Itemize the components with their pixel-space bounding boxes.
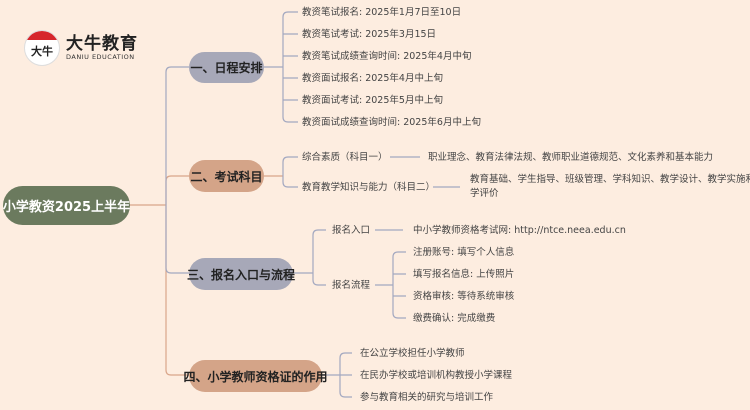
branch-subjects[interactable]: 二、考试科目 [189, 160, 264, 192]
subject-2-detail-line2: 学评价 [470, 188, 499, 199]
registration-url[interactable]: 中小学教师资格考试网: http://ntce.neea.edu.cn [413, 225, 626, 236]
logo: 大牛 大牛教育 DANIU EDUCATION [24, 30, 138, 66]
subject-2: 教育教学知识与能力（科目二） [302, 182, 436, 193]
process-step: 填写报名信息: 上传照片 [413, 269, 515, 280]
process-step: 资格审核: 等待系统审核 [413, 291, 515, 302]
registration-entry: 报名入口 [332, 225, 371, 236]
schedule-item: 教资笔试考试: 2025年3月15日 [302, 29, 437, 40]
subject-1: 综合素质（科目一） [302, 152, 388, 163]
schedule-item: 教资笔试报名: 2025年1月7日至10日 [302, 7, 462, 18]
branch-registration[interactable]: 三、报名入口与流程 [187, 258, 295, 290]
certificate-use-item: 在民办学校或培训机构教授小学课程 [360, 370, 513, 381]
subject-2-detail-line1: 教育基础、学生指导、班级管理、学科知识、教学设计、教学实施和教 [470, 174, 750, 185]
subject-1-detail: 职业理念、教育法律法规、教师职业道德规范、文化素养和基本能力 [428, 152, 714, 163]
process-step: 注册账号: 填写个人信息 [413, 247, 515, 258]
root-node[interactable]: 小学教资2025上半年 [3, 186, 130, 225]
logo-mark-icon: 大牛 [24, 30, 60, 66]
certificate-use-item: 在公立学校担任小学教师 [360, 348, 465, 359]
schedule-item: 教资面试报名: 2025年4月中上旬 [302, 73, 443, 84]
certificate-use-item: 参与教育相关的研究与培训工作 [360, 392, 494, 403]
branch-certificate-use[interactable]: 四、小学教师资格证的作用 [184, 360, 328, 392]
process-step: 缴费确认: 完成缴费 [413, 313, 496, 324]
schedule-item: 教资面试考试: 2025年5月中上旬 [302, 95, 443, 106]
branch-schedule[interactable]: 一、日程安排 [189, 52, 264, 83]
registration-process: 报名流程 [332, 280, 371, 291]
logo-subtitle: DANIU EDUCATION [66, 53, 135, 61]
logo-name: 大牛教育 [66, 34, 138, 54]
schedule-item: 教资面试成绩查询时间: 2025年6月中上旬 [302, 117, 481, 128]
schedule-item: 教资笔试成绩查询时间: 2025年4月中旬 [302, 51, 472, 62]
